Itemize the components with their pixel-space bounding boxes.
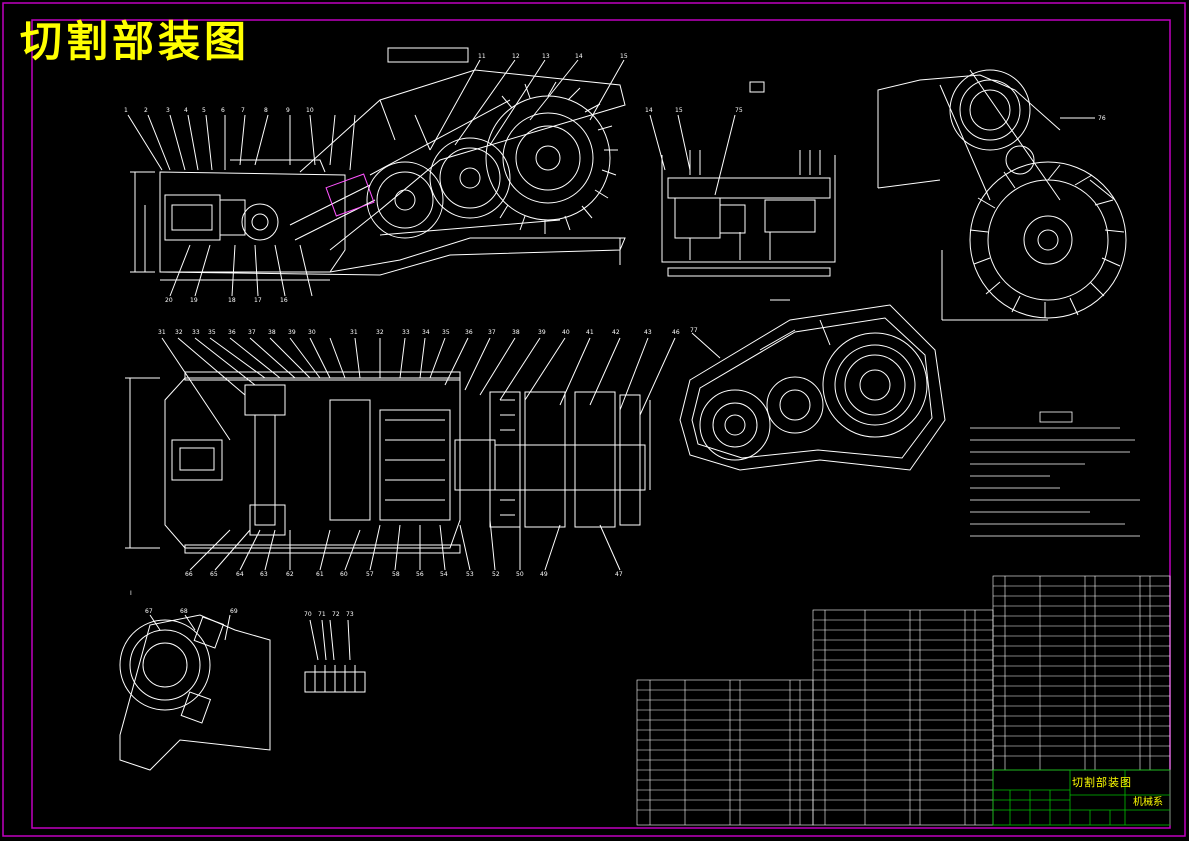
svg-text:33: 33 — [402, 329, 410, 336]
svg-text:36: 36 — [228, 329, 236, 336]
svg-text:39: 39 — [538, 329, 546, 336]
svg-text:77: 77 — [690, 327, 698, 334]
svg-text:65: 65 — [210, 571, 218, 578]
title-block — [992, 769, 1171, 826]
svg-text:12: 12 — [512, 53, 520, 60]
svg-text:3: 3 — [166, 107, 170, 114]
svg-text:42: 42 — [612, 329, 620, 336]
svg-text:68: 68 — [180, 608, 188, 615]
svg-text:30: 30 — [308, 329, 316, 336]
svg-text:62: 62 — [286, 571, 294, 578]
plan-view-part-numbers: 31 32 33 35 36 37 38 39 30 31 32 33 34 35 36 37 38 39 40 41… — [158, 329, 680, 578]
svg-text:49: 49 — [540, 571, 548, 578]
svg-text:4: 4 — [184, 107, 188, 114]
svg-text:40: 40 — [562, 329, 570, 336]
bolt-detail-view — [304, 619, 366, 693]
svg-text:57: 57 — [366, 571, 374, 578]
drum-view-part-numbers: 76 — [1098, 115, 1106, 122]
svg-text:73: 73 — [346, 611, 354, 618]
drum-detail-view — [877, 69, 1127, 321]
svg-text:64: 64 — [236, 571, 244, 578]
svg-text:58: 58 — [392, 571, 400, 578]
svg-text:38: 38 — [268, 329, 276, 336]
end-view-part-numbers: 14 15 75 — [645, 107, 743, 114]
svg-text:43: 43 — [644, 329, 652, 336]
svg-text:41: 41 — [586, 329, 594, 336]
technical-notes-block — [970, 411, 1140, 537]
svg-text:15: 15 — [620, 53, 628, 60]
side-elevation-view — [127, 47, 626, 297]
svg-text:37: 37 — [488, 329, 496, 336]
svg-text:56: 56 — [416, 571, 424, 578]
parts-list-table-middle — [812, 609, 994, 826]
svg-text:31: 31 — [158, 329, 166, 336]
svg-text:14: 14 — [645, 107, 653, 114]
title-block-organization: 机械系 — [1133, 797, 1163, 808]
svg-text:61: 61 — [316, 571, 324, 578]
svg-text:39: 39 — [288, 329, 296, 336]
svg-text:20: 20 — [165, 297, 173, 304]
svg-text:19: 19 — [190, 297, 198, 304]
svg-text:1: 1 — [124, 107, 128, 114]
svg-text:52: 52 — [492, 571, 500, 578]
svg-text:76: 76 — [1098, 115, 1106, 122]
svg-text:37: 37 — [248, 329, 256, 336]
svg-text:11: 11 — [478, 53, 486, 60]
svg-text:18: 18 — [228, 297, 236, 304]
svg-text:35: 35 — [208, 329, 216, 336]
svg-text:35: 35 — [442, 329, 450, 336]
svg-text:70: 70 — [304, 611, 312, 618]
chain-view-part-numbers: 77 — [690, 327, 698, 334]
svg-text:54: 54 — [440, 571, 448, 578]
svg-text:50: 50 — [516, 571, 524, 578]
parts-list-table-right — [992, 575, 1171, 771]
svg-text:2: 2 — [144, 107, 148, 114]
svg-text:14: 14 — [575, 53, 583, 60]
svg-text:15: 15 — [675, 107, 683, 114]
svg-text:17: 17 — [254, 297, 262, 304]
svg-text:53: 53 — [466, 571, 474, 578]
svg-text:8: 8 — [264, 107, 268, 114]
svg-text:60: 60 — [340, 571, 348, 578]
svg-text:47: 47 — [615, 571, 623, 578]
svg-text:63: 63 — [260, 571, 268, 578]
bracket-detail-part-numbers: 67 68 69 I — [130, 590, 238, 615]
svg-text:34: 34 — [422, 329, 430, 336]
svg-text:67: 67 — [145, 608, 153, 615]
svg-text:9: 9 — [286, 107, 290, 114]
svg-text:16: 16 — [280, 297, 288, 304]
svg-text:36: 36 — [465, 329, 473, 336]
title-block-drawing-name: 切割部装图 — [1072, 776, 1132, 789]
inner-frame — [31, 19, 1171, 829]
svg-text:38: 38 — [512, 329, 520, 336]
svg-text:75: 75 — [735, 107, 743, 114]
svg-text:46: 46 — [672, 329, 680, 336]
svg-text:13: 13 — [542, 53, 550, 60]
end-section-view — [649, 81, 836, 277]
parts-list-table-left — [636, 679, 814, 826]
bracket-detail-view — [119, 614, 271, 771]
drawing-title: 切割部装图 — [20, 17, 251, 66]
svg-text:6: 6 — [221, 107, 225, 114]
svg-text:7: 7 — [241, 107, 245, 114]
svg-text:31: 31 — [350, 329, 358, 336]
svg-text:32: 32 — [175, 329, 183, 336]
svg-text:66: 66 — [185, 571, 193, 578]
svg-text:10: 10 — [306, 107, 314, 114]
svg-text:32: 32 — [376, 329, 384, 336]
bolt-detail-part-numbers: 70 71 72 73 — [304, 611, 354, 618]
svg-text:5: 5 — [202, 107, 206, 114]
svg-text:71: 71 — [318, 611, 326, 618]
svg-text:33: 33 — [192, 329, 200, 336]
svg-text:I: I — [130, 590, 132, 597]
chain-drive-view — [679, 299, 946, 471]
svg-text:72: 72 — [332, 611, 340, 618]
svg-text:69: 69 — [230, 608, 238, 615]
plan-section-view — [125, 337, 676, 571]
